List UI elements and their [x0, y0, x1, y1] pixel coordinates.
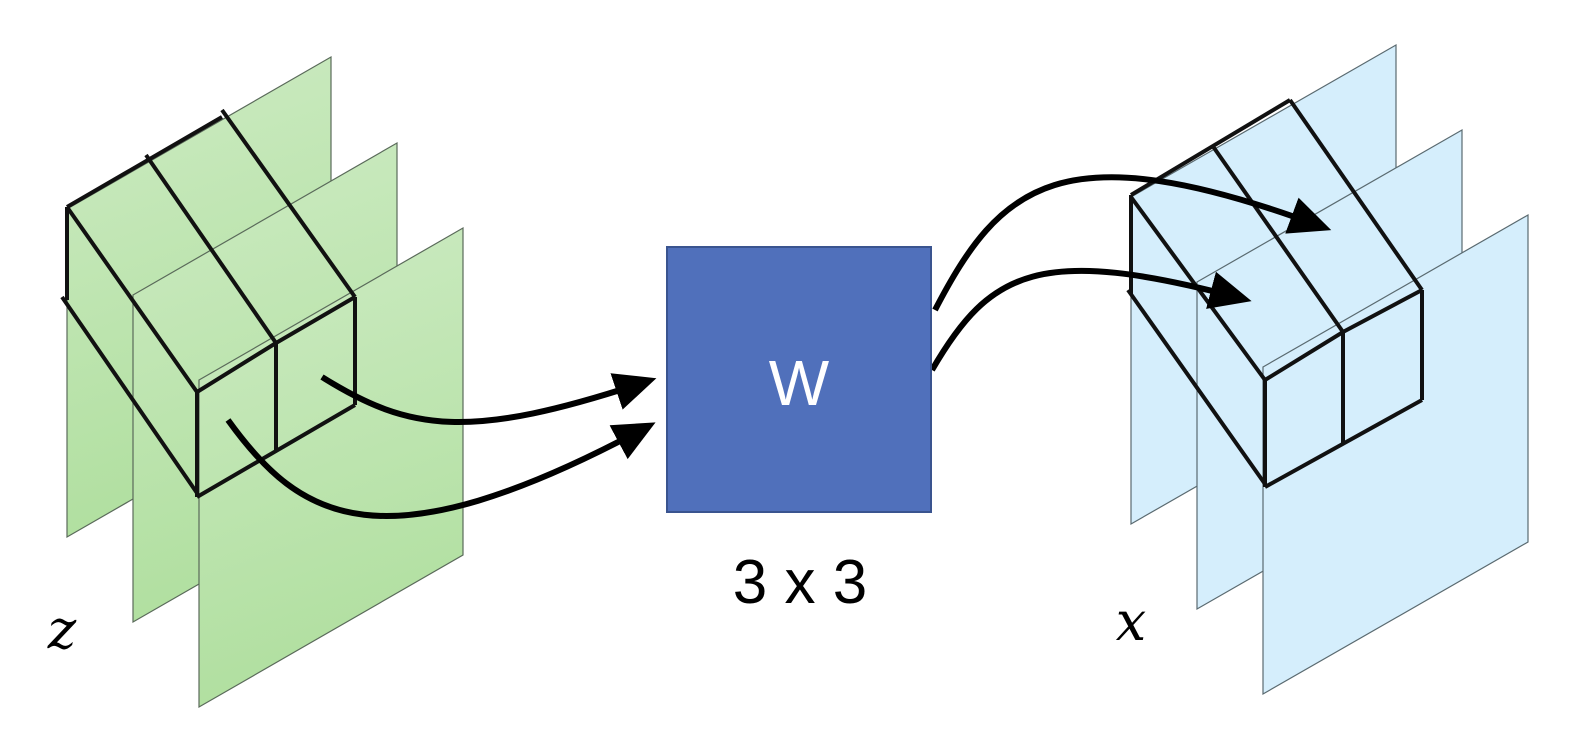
arrow-input-to-w-1 [320, 373, 657, 426]
input-label-z: z [47, 598, 77, 661]
weight-box [666, 246, 932, 513]
output-plane-3 [1262, 213, 1529, 696]
arrow-input-to-w-2 [225, 418, 656, 520]
kernel-size-label: 3 x 3 [733, 548, 867, 617]
input-kernel-window [60, 108, 357, 499]
arrow-w-to-output-2 [929, 267, 1252, 372]
input-feature-map-z [66, 55, 464, 709]
output-feature-map-x [1130, 43, 1529, 696]
weight-label: W [769, 347, 830, 419]
arrow-w-to-output-1 [932, 174, 1332, 312]
output-label-x: x [1116, 590, 1146, 653]
arrows [225, 174, 1332, 520]
